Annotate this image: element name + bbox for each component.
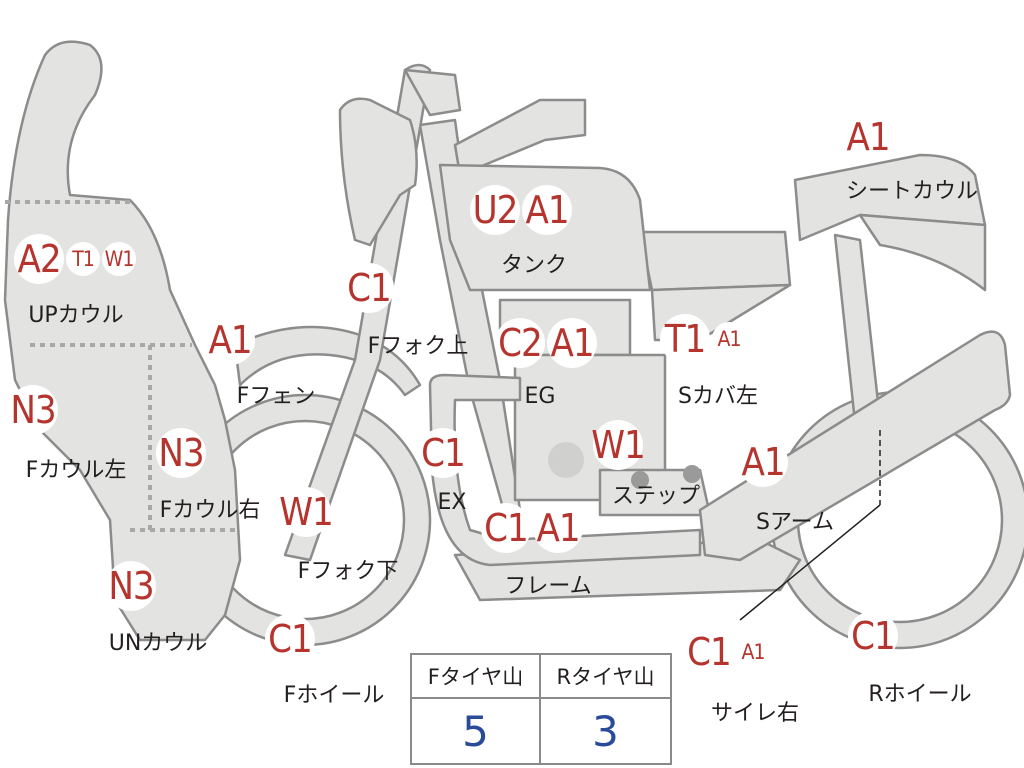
damage-badge: C2	[495, 318, 545, 368]
part-label: Fカウル左	[25, 458, 127, 483]
tire-tread-table: Fタイヤ山 Rタイヤ山 5 3	[410, 653, 672, 765]
part-label: フレーム	[504, 574, 592, 599]
part-label: シートカウル	[845, 179, 979, 204]
damage-badge: T1	[66, 242, 100, 276]
damage-badge: U2	[470, 185, 520, 235]
part-label: Fフォク上	[367, 334, 469, 359]
damage-badge: W1	[102, 242, 136, 276]
rear-tire-header: Rタイヤ山	[541, 655, 670, 699]
part-label: Rホイール	[868, 682, 972, 707]
part-label: UPカウル	[28, 303, 124, 328]
part-label: EG	[524, 384, 556, 409]
damage-badge: N3	[106, 561, 156, 611]
damage-badge: A1	[738, 437, 788, 487]
front-tire-header: Fタイヤ山	[412, 655, 541, 699]
rear-tire-value: 3	[592, 706, 619, 756]
damage-badge: N3	[8, 385, 58, 435]
part-label: UNカウル	[108, 631, 208, 656]
part-label: ステップ	[611, 484, 701, 509]
damage-badge: A1	[522, 185, 572, 235]
damage-badge: C1	[265, 614, 315, 664]
damage-badge: A1	[712, 322, 746, 356]
damage-badge: A2	[14, 234, 64, 284]
damage-badge: A1	[736, 635, 770, 669]
part-label: Sカバ左	[678, 384, 758, 409]
front-tire-value: 5	[412, 699, 541, 763]
damage-badge: A1	[843, 112, 893, 162]
part-label: Sアーム	[756, 510, 834, 535]
damage-badge: A1	[205, 315, 255, 365]
part-label: Fフォク下	[297, 559, 399, 584]
part-label: Fカウル右	[159, 498, 261, 523]
part-label: Fフェン	[236, 384, 316, 409]
damage-badge: N3	[156, 428, 206, 478]
fairing-shape	[3, 40, 242, 642]
damage-badge: A1	[533, 503, 583, 553]
part-label: サイレ右	[710, 701, 800, 726]
damage-badge: C1	[344, 263, 394, 313]
damage-badge: C1	[684, 627, 734, 677]
swing-arm-shape	[698, 330, 1012, 562]
damage-badge: T1	[660, 314, 710, 364]
damage-badge: C1	[848, 611, 898, 661]
damage-badge: W1	[279, 487, 334, 537]
part-label: EX	[437, 490, 467, 515]
damage-badge: W1	[591, 420, 646, 470]
damage-badge: C1	[481, 503, 531, 553]
part-label: Fホイール	[283, 683, 385, 708]
exhaust-shape	[428, 373, 702, 567]
damage-badge: C1	[418, 428, 468, 478]
damage-badge: A1	[547, 318, 597, 368]
part-label: タンク	[500, 253, 568, 278]
